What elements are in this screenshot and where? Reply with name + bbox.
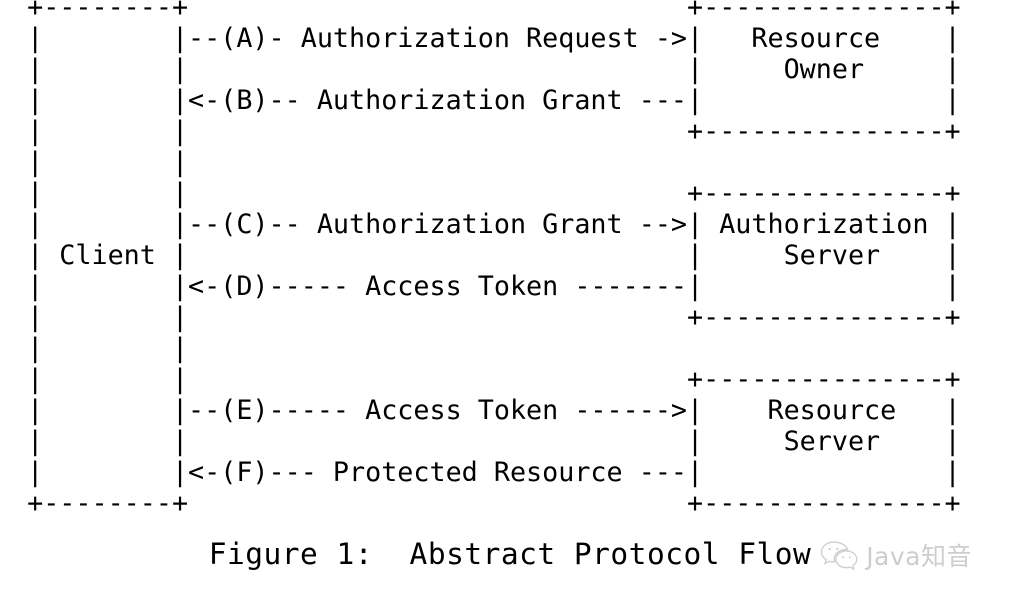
ascii-protocol-flow-diagram: +--------+ +---------------+ | |--(A)- A… (27, 0, 961, 519)
watermark: Java知音 (820, 540, 972, 572)
figure-caption: Figure 1: Abstract Protocol Flow (208, 537, 812, 571)
watermark-label: Java知音 (866, 541, 972, 571)
wechat-icon (820, 540, 858, 572)
